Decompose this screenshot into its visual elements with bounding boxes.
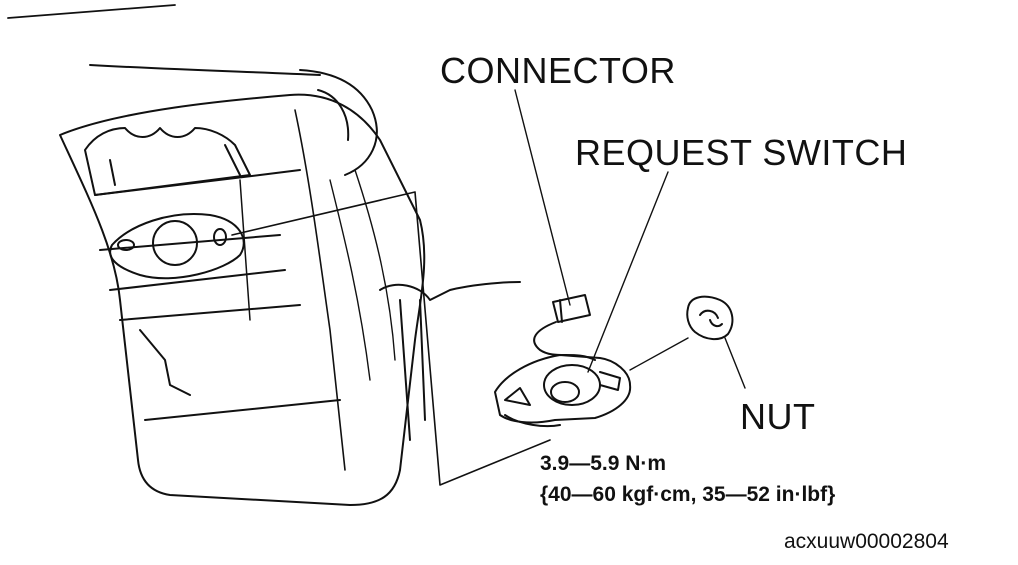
top-edge-line-2 [89,64,321,76]
handle-recess [299,69,378,176]
leader-request-switch [587,171,669,373]
mount-hole-left [117,239,135,251]
figure-code: acxuuw00002804 [784,530,949,553]
top-edge-line [7,4,176,19]
torque-spec-line1: 3.9—5.9 N·m [540,452,667,475]
door-frame-edge [379,281,521,301]
nut-label: NUT [740,396,816,437]
mount-hole-right [213,228,227,246]
request-switch-label: REQUEST SWITCH [575,132,908,173]
leader-nut [724,337,746,389]
nut-part [686,295,734,340]
handle-grip [84,127,251,196]
request-switch-part [494,354,632,428]
handle-outer-body [59,93,426,506]
leader-connector [514,89,571,306]
connector-part [533,294,596,361]
leader-nut-axis [629,337,689,371]
torque-spec-line2: {40—60 kgf·cm, 35—52 in·lbf} [540,483,836,506]
mount-hole-large [152,220,198,266]
leader-mount [231,191,551,486]
switch-mount-oval [109,213,245,280]
connector-label: CONNECTOR [440,50,676,91]
